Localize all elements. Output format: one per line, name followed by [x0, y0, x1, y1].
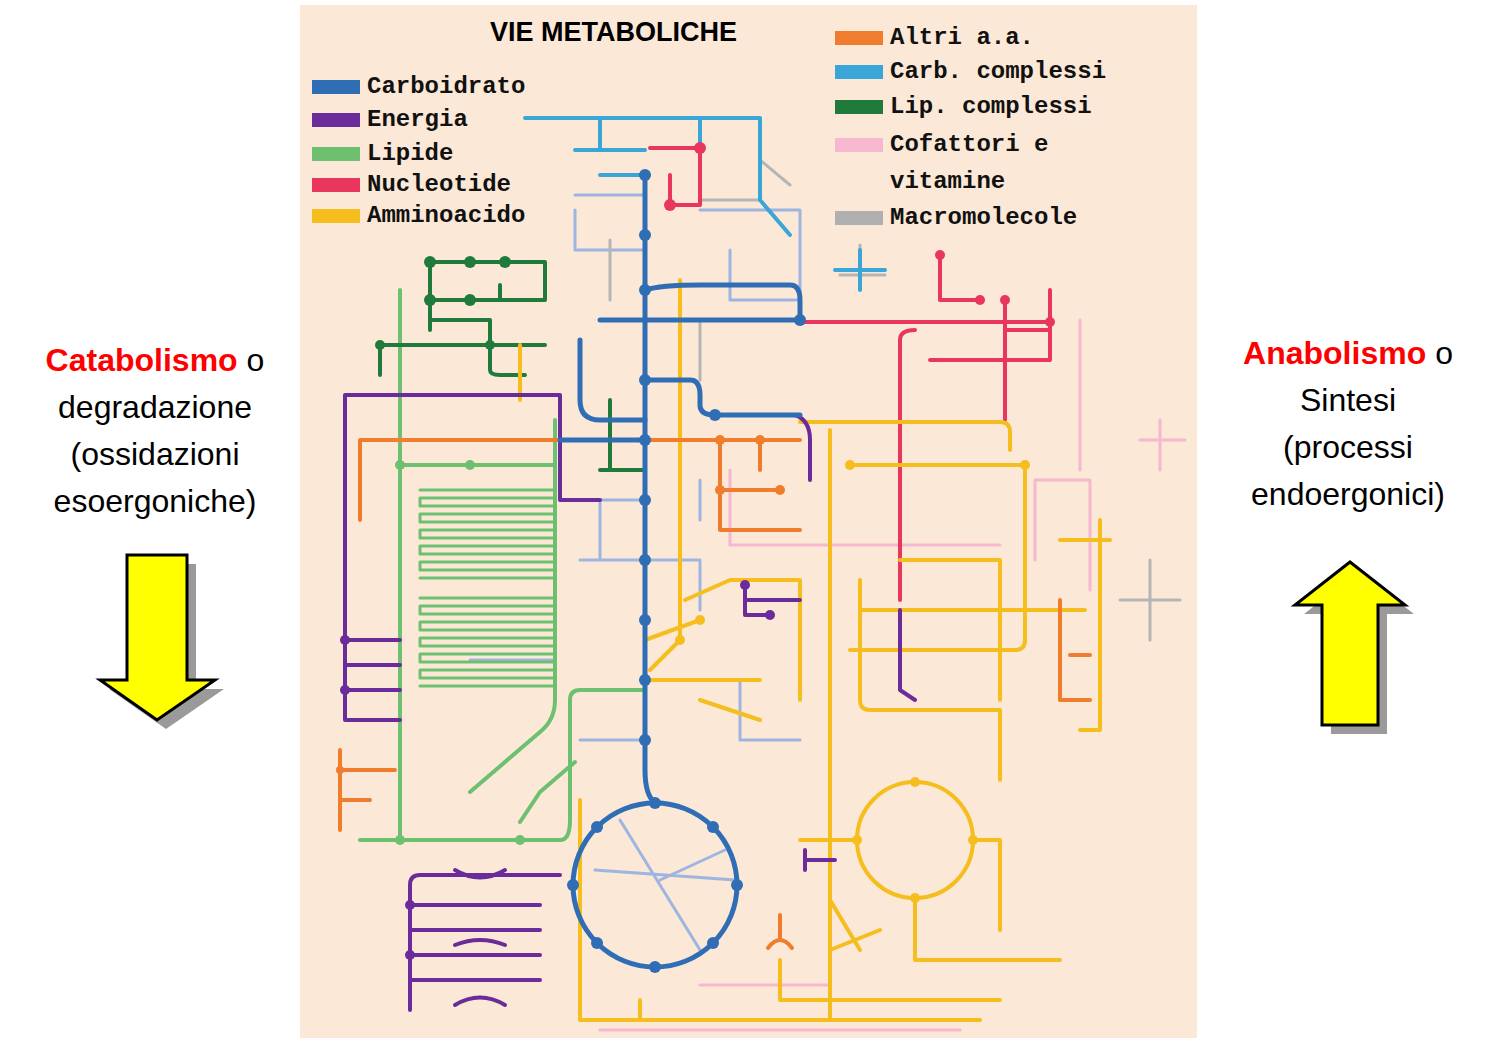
legend-swatch [312, 147, 360, 161]
legend-swatch [835, 65, 883, 79]
legend-item: Altri a.a. [835, 20, 1135, 56]
legend-swatch [312, 113, 360, 127]
legend-text: Macromolecole [890, 200, 1135, 236]
pathway-lines [340, 118, 1185, 1030]
legend-item: Lip. complessi [835, 89, 1135, 125]
legend-text: Cofattori e vitamine [890, 126, 1135, 200]
legend-swatch [835, 100, 883, 114]
legend-text: Altri a.a. [890, 20, 1135, 56]
legend-text: Energia [367, 104, 582, 136]
map-title: VIE METABOLICHE [490, 15, 737, 49]
legend-item: Energia [312, 104, 582, 136]
legend-text: Lip. complessi [890, 89, 1135, 125]
legend-swatch [312, 209, 360, 223]
legend-text: Nucleotide [367, 169, 582, 201]
legend-text: Amminoacido [367, 200, 582, 232]
anabolism-label: Anabolismoo Sintesi (processi endoergoni… [1235, 330, 1461, 518]
legend-swatch [835, 138, 883, 152]
process-term: Catabolismo [46, 342, 238, 378]
legend-item: Carboidrato [312, 71, 582, 103]
legend-text: Carboidrato [367, 71, 582, 103]
catabolism-arrow [100, 555, 224, 729]
process-term: Anabolismo [1243, 335, 1426, 371]
legend-swatch [312, 80, 360, 94]
legend-item: Cofattori e vitamine [835, 126, 1135, 200]
map-panel [300, 5, 1197, 1038]
legend-swatch [312, 178, 360, 192]
legend-swatch [835, 31, 883, 45]
legend-text: Carb. complessi [890, 54, 1135, 90]
anabolism-arrow [1295, 562, 1414, 734]
catabolism-label: Catabolismoo degradazione (ossidazioni e… [25, 337, 285, 525]
pathway-dots [336, 142, 1055, 973]
legend-item: Nucleotide [312, 169, 582, 201]
legend-text: Lipide [367, 138, 582, 170]
legend-swatch [835, 211, 883, 225]
legend-item: Macromolecole [835, 200, 1135, 236]
legend-item: Carb. complessi [835, 54, 1135, 90]
legend-item: Lipide [312, 138, 582, 170]
legend-item: Amminoacido [312, 200, 582, 232]
